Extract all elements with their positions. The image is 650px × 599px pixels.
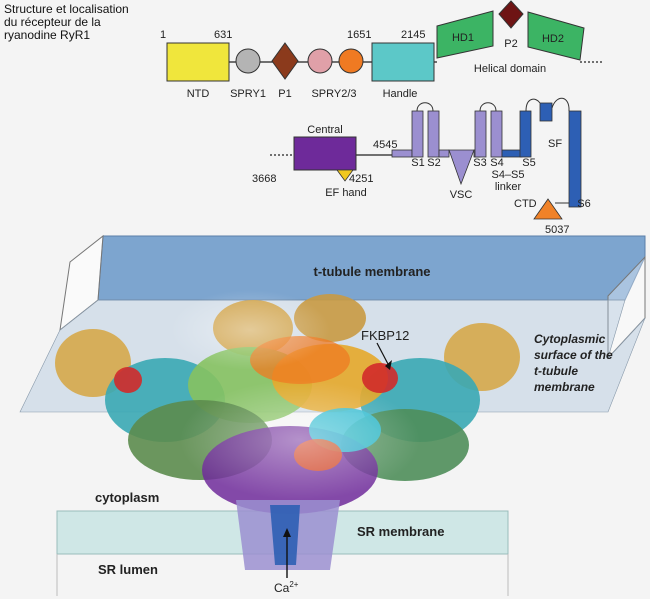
sr-membrane-label: SR membrane bbox=[357, 524, 444, 539]
structure-panel: t-tubule membrane FKBP12 Cytoplasmic sur… bbox=[19, 234, 646, 596]
ryr1-protein-structure bbox=[55, 290, 520, 570]
ntd-label: NTD bbox=[187, 88, 210, 100]
position-4251: 4251 bbox=[349, 173, 373, 185]
hd2-domain bbox=[527, 11, 585, 61]
handle-label: Handle bbox=[383, 88, 418, 100]
fkbp-pointer-line bbox=[376, 342, 389, 365]
position-1: 1 bbox=[160, 29, 166, 41]
position-4545: 4545 bbox=[373, 139, 397, 151]
hd1-label: HD1 bbox=[452, 32, 474, 44]
calcium-charge: 2+ bbox=[289, 580, 298, 589]
title-line-2: du récepteur de la bbox=[4, 15, 101, 29]
position-5037: 5037 bbox=[545, 224, 569, 236]
highlight-mid bbox=[180, 380, 420, 500]
position-631: 631 bbox=[214, 29, 232, 41]
s2-label: S2 bbox=[427, 157, 440, 169]
title-line-1: Structure et localisation bbox=[4, 2, 129, 16]
linker-label: linker bbox=[495, 181, 522, 193]
cytoplasm-label: cytoplasm bbox=[95, 490, 159, 505]
s6-helix bbox=[568, 110, 582, 208]
s2-helix bbox=[427, 110, 440, 158]
vsc-label: VSC bbox=[450, 189, 473, 201]
sf-label: SF bbox=[548, 138, 562, 150]
position-1651: 1651 bbox=[347, 29, 371, 41]
spry-cluster-left bbox=[55, 329, 131, 397]
s5-sf-loop bbox=[525, 98, 541, 112]
ef-hand-domain bbox=[336, 169, 354, 182]
sf-s6-loop bbox=[551, 97, 570, 111]
s6-label: S6 bbox=[577, 198, 590, 210]
domain-map-bottom-row: Central 3668 4251 EF hand 4545 S1 bbox=[252, 97, 591, 236]
p1-domain bbox=[271, 42, 299, 80]
hd2-label: HD2 bbox=[542, 33, 564, 45]
vsc-domain bbox=[448, 149, 475, 186]
s2-vsc-link bbox=[438, 149, 450, 158]
fkbp12-left bbox=[114, 367, 142, 393]
s3-s4-loop bbox=[479, 102, 497, 112]
spry3-domain bbox=[338, 48, 364, 74]
s4-helix bbox=[490, 110, 503, 158]
s5-label: S5 bbox=[522, 157, 535, 169]
t-tubule-label: t-tubule membrane bbox=[313, 264, 430, 279]
fkbp-pointer-head bbox=[385, 360, 392, 370]
s1-helix bbox=[411, 110, 424, 158]
s1-label: S1 bbox=[411, 157, 424, 169]
s3-label: S3 bbox=[473, 157, 486, 169]
selectivity-filter bbox=[539, 102, 553, 122]
ca-flux-arrowhead bbox=[283, 528, 291, 537]
domain-map-top-row: 1 631 1651 2145 NTD SPRY1 P1 SPRY2/3 Han… bbox=[160, 0, 604, 100]
s4-s5-linker bbox=[501, 149, 523, 158]
title-line-3: ryanodine RyR1 bbox=[4, 28, 91, 42]
s4-s5-label: S4–S5 bbox=[491, 169, 524, 181]
cyto-surface-line-3: t-tubule bbox=[534, 364, 578, 378]
p1-label: P1 bbox=[278, 88, 291, 100]
hd1-domain bbox=[436, 10, 494, 59]
position-3668: 3668 bbox=[252, 173, 276, 185]
handle-domain bbox=[371, 42, 435, 82]
helical-domain-label: Helical domain bbox=[474, 63, 546, 75]
s4-label: S4 bbox=[490, 157, 503, 169]
p2-domain bbox=[498, 0, 524, 29]
ctd-label: CTD bbox=[514, 198, 537, 210]
ntd-domain bbox=[166, 42, 230, 82]
central-label: Central bbox=[307, 124, 342, 136]
calcium-ion-label: Ca2+ bbox=[274, 580, 299, 595]
spry23-label: SPRY2/3 bbox=[311, 88, 356, 100]
ef-hand-label: EF hand bbox=[325, 187, 367, 199]
ctd-domain bbox=[533, 198, 563, 220]
fkbp12-label: FKBP12 bbox=[361, 328, 409, 343]
spry1-label: SPRY1 bbox=[230, 88, 266, 100]
cyto-surface-line-4: membrane bbox=[534, 380, 595, 394]
fkbp12-right bbox=[362, 363, 398, 393]
spry2-domain bbox=[307, 48, 333, 74]
cyto-surface-line-1: Cytoplasmic bbox=[534, 332, 606, 346]
p2-label: P2 bbox=[504, 38, 517, 50]
central-domain bbox=[293, 136, 357, 171]
highlight-top bbox=[170, 290, 330, 370]
calcium-symbol: Ca bbox=[274, 581, 290, 595]
sr-lumen-label: SR lumen bbox=[98, 562, 158, 577]
position-2145: 2145 bbox=[401, 29, 425, 41]
cyto-surface-line-2: surface of the bbox=[534, 348, 613, 362]
s3-helix bbox=[474, 110, 487, 158]
spry1-domain bbox=[235, 48, 261, 74]
s5-helix bbox=[519, 110, 532, 158]
s1-s2-loop bbox=[416, 102, 434, 112]
s1-linker bbox=[391, 149, 413, 158]
figure-title: Structure et localisation du récepteur d… bbox=[4, 3, 174, 42]
